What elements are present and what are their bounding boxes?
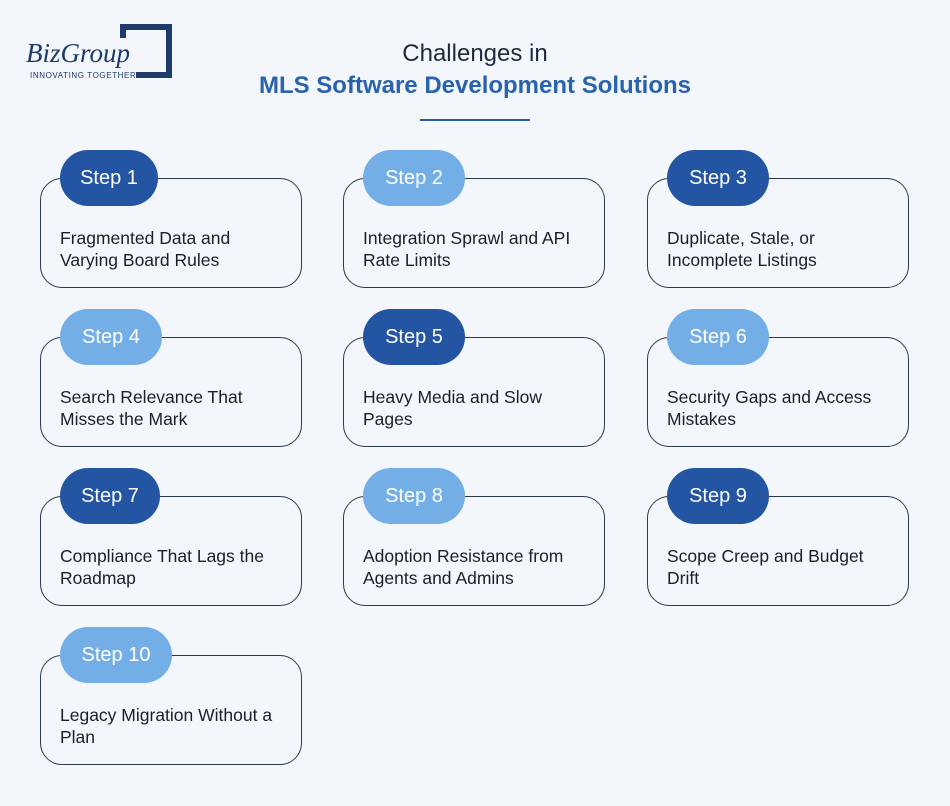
step-card-3: Step 3 Duplicate, Stale, or Incomplete L… — [647, 150, 911, 288]
page-title-line1: Challenges in — [402, 40, 548, 67]
step-card-box — [40, 178, 302, 288]
logo-frame — [120, 24, 172, 78]
step-badge: Step 6 — [667, 309, 769, 365]
step-card-2: Step 2 Integration Sprawl and API Rate L… — [343, 150, 607, 288]
step-card-4: Step 4 Search Relevance That Misses the … — [40, 309, 304, 447]
step-badge: Step 1 — [60, 150, 158, 206]
step-text: Scope Creep and Budget Drift — [667, 546, 864, 588]
step-badge: Step 8 — [363, 468, 465, 524]
step-badge: Step 5 — [363, 309, 465, 365]
step-badge: Step 3 — [667, 150, 769, 206]
step-text: Adoption Resistance from Agents and Admi… — [363, 546, 564, 588]
step-text: Search Relevance That Misses the Mark — [60, 387, 243, 429]
logo-tagline: INNOVATING TOGETHER — [30, 71, 137, 80]
page-title-line2: MLS Software Development Solutions — [258, 72, 692, 99]
step-text: Legacy Migration Without a Plan — [60, 705, 273, 747]
step-badge: Step 10 — [60, 627, 172, 683]
logo-brand: BizGroup — [26, 38, 133, 69]
step-card-8: Step 8 Adoption Resistance from Agents a… — [343, 468, 607, 606]
step-card-6: Step 6 Security Gaps and Access Mistakes — [647, 309, 911, 447]
step-card-9: Step 9 Scope Creep and Budget Drift — [647, 468, 911, 606]
step-badge: Step 4 — [60, 309, 162, 365]
step-badge: Step 9 — [667, 468, 769, 524]
title-underline — [420, 119, 530, 121]
step-badge: Step 2 — [363, 150, 465, 206]
step-card-10: Step 10 Legacy Migration Without a Plan — [40, 627, 304, 765]
step-text: Duplicate, Stale, or Incomplete Listings — [667, 228, 817, 270]
step-text: Compliance That Lags the Roadmap — [60, 546, 264, 588]
step-text: Heavy Media and Slow Pages — [363, 387, 542, 429]
bizgroup-logo: BizGroup INNOVATING TOGETHER — [22, 24, 172, 84]
step-card-5: Step 5 Heavy Media and Slow Pages — [343, 309, 607, 447]
step-text: Fragmented Data and Varying Board Rules — [60, 228, 231, 270]
step-card-1: Step 1 Fragmented Data and Varying Board… — [40, 150, 304, 288]
step-badge: Step 7 — [60, 468, 160, 524]
step-text: Integration Sprawl and API Rate Limits — [363, 228, 571, 270]
step-text: Security Gaps and Access Mistakes — [667, 387, 872, 429]
step-card-box — [40, 496, 302, 606]
step-card-7: Step 7 Compliance That Lags the Roadmap — [40, 468, 304, 606]
